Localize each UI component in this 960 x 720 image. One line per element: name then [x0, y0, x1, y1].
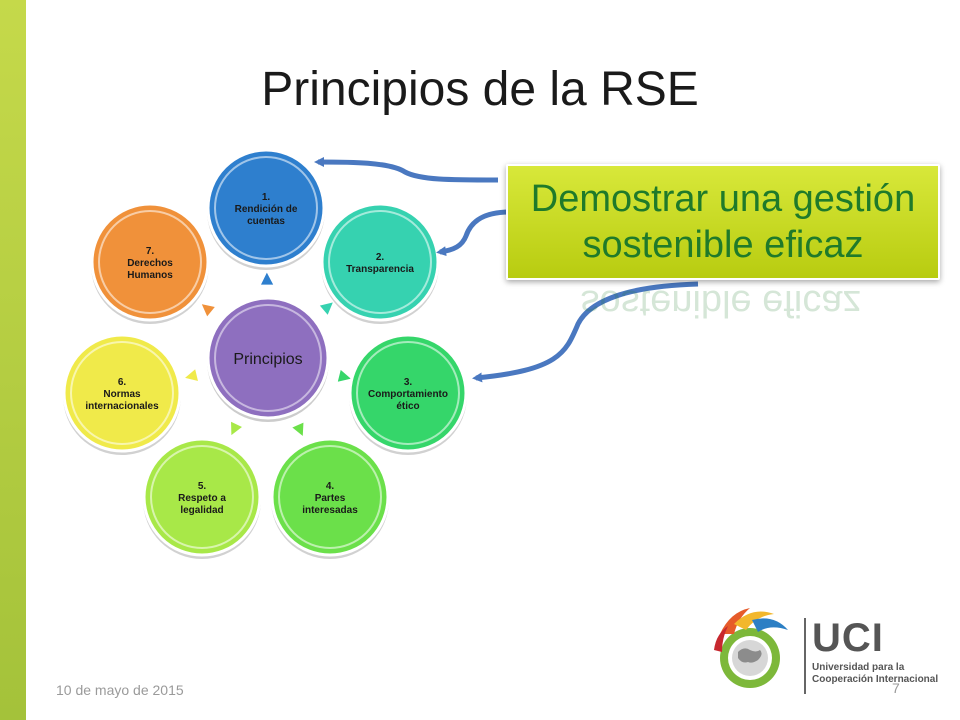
callout-arrow-3	[472, 281, 699, 383]
connector-arrow-3	[335, 367, 355, 384]
sidebar-stripe	[0, 0, 26, 720]
callout-reflection-text: sostenible eficaz	[580, 282, 862, 324]
uci-logo-icon	[714, 608, 806, 694]
callout-arrows	[314, 157, 699, 383]
principle-label: Rendición de	[235, 204, 298, 215]
connector-arrow-5	[229, 419, 245, 439]
principle-nodes: 1.Rendición decuentas2.Transparencia3.Co…	[62, 148, 468, 559]
principle-label: Humanos	[127, 270, 173, 281]
principle-number: 3.	[404, 377, 413, 388]
principle-node-2: 2.Transparencia	[320, 202, 440, 324]
principle-label: ético	[396, 401, 419, 412]
principle-label: Partes	[315, 493, 346, 504]
connector-arrow-6	[181, 366, 201, 384]
principle-number: 5.	[198, 481, 207, 492]
principle-number: 6.	[118, 377, 127, 388]
principle-label: internacionales	[85, 401, 159, 412]
center-node: Principios	[206, 296, 330, 422]
principle-number: 7.	[146, 246, 155, 257]
logo-subtitle-line-1: Universidad para la	[812, 662, 905, 673]
center-label: Principios	[233, 351, 302, 368]
slide-title: Principios de la RSE	[261, 63, 699, 116]
principle-number: 4.	[326, 481, 335, 492]
principle-label: Derechos	[127, 258, 173, 269]
principle-number: 2.	[376, 252, 385, 263]
connector-arrow-1	[258, 269, 276, 287]
callout-arrow-1	[314, 157, 499, 183]
page-number: 7	[892, 680, 900, 696]
connector-arrow-2	[317, 300, 336, 318]
principle-label: Normas	[103, 389, 141, 400]
center-inner-ring	[214, 304, 322, 412]
callout-line-2: sostenible eficaz	[582, 224, 864, 266]
connector-arrow-4	[289, 420, 306, 439]
callout-reflection: sostenible eficaz	[506, 280, 936, 324]
principle-number: 1.	[262, 192, 271, 203]
principle-label: Comportamiento	[368, 389, 448, 400]
principle-label: cuentas	[247, 216, 285, 227]
principle-label: Respeto a	[178, 493, 226, 504]
principle-label: legalidad	[180, 505, 223, 516]
principle-label: interesadas	[302, 505, 358, 516]
connector-arrows	[181, 269, 355, 439]
logo-subtitle-line-2: Cooperación Internacional	[812, 674, 939, 685]
callout-line-1: Demostrar una gestión	[530, 178, 916, 220]
logo-name: UCI	[812, 616, 884, 660]
footer-date: 10 de mayo de 2015	[56, 682, 184, 698]
connector-arrow-7	[199, 302, 218, 320]
callout-arrow-2	[436, 209, 511, 257]
principle-label: Transparencia	[346, 264, 414, 275]
